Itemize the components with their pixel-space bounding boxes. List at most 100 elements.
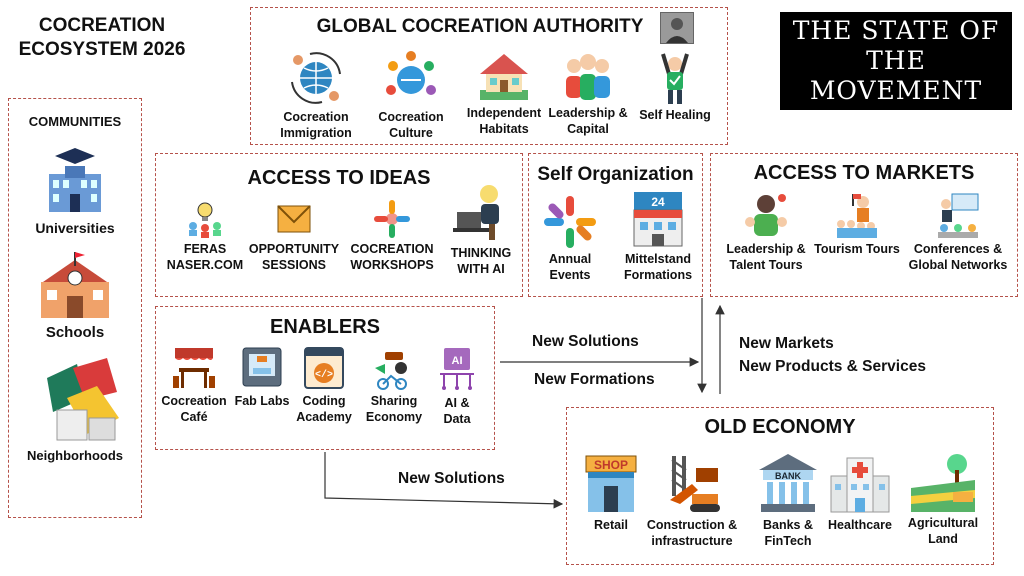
old-economy-title: OLD ECONOMY bbox=[704, 416, 856, 438]
profile-photo bbox=[660, 12, 694, 44]
label-new-solutions-1: New Solutions bbox=[532, 333, 639, 350]
coding-label-1: Coding bbox=[302, 394, 346, 408]
main-title-line2: ECOSYSTEM 2026 bbox=[18, 39, 186, 60]
unity-hands-icon bbox=[544, 196, 596, 248]
annual-events-label-2: Events bbox=[549, 267, 591, 282]
celebrating-person-icon bbox=[661, 53, 689, 104]
opportunity-label-1: OPPORTUNITY bbox=[248, 242, 340, 256]
markets-box bbox=[710, 153, 1018, 297]
svg-text:</>: </> bbox=[315, 369, 333, 381]
tour-guide-icon bbox=[837, 194, 877, 238]
shop-icon: SHOP bbox=[585, 455, 637, 512]
main-title-line1: COCREATION bbox=[38, 15, 166, 36]
label-new-formations: New Formations bbox=[534, 371, 655, 388]
ideas-thinking-ai: THINKING WITH AI bbox=[438, 182, 524, 277]
leadership-talent-label-2: Talent Tours bbox=[729, 257, 803, 272]
workshops-label-2: WORKSHOPS bbox=[350, 257, 434, 272]
banner-line1: THE STATE OF bbox=[792, 16, 1000, 45]
authority-habitats: Independent Habitats bbox=[456, 50, 552, 137]
thinking-ai-label-2: WITH AI bbox=[457, 261, 505, 276]
retail-label: Retail bbox=[593, 518, 629, 532]
habitats-label-1: Independent bbox=[466, 106, 542, 120]
conferences-label-2: Global Networks bbox=[908, 257, 1008, 272]
cafe-label-1: Cocreation bbox=[161, 394, 227, 408]
authority-self-healing: Self Healing bbox=[628, 52, 722, 124]
arrow-enablers-to-old-economy bbox=[324, 452, 564, 509]
markets-leadership-talent: Leadership & Talent Tours bbox=[718, 192, 814, 273]
ai-data-label-1: AI & bbox=[444, 396, 470, 410]
community-schools: Schools bbox=[20, 252, 130, 343]
farmland-icon bbox=[911, 454, 975, 512]
markets-title: ACCESS TO MARKETS bbox=[753, 162, 975, 184]
ideas-feras-naser: FERAS NASER.COM bbox=[162, 200, 248, 273]
label-new-products: New Products & Services bbox=[739, 358, 926, 375]
ideas-title: ACCESS TO IDEAS bbox=[247, 167, 431, 189]
university-icon bbox=[49, 148, 101, 212]
schools-label: Schools bbox=[45, 324, 105, 341]
enablers-box bbox=[155, 306, 495, 450]
3d-printer-icon bbox=[242, 347, 282, 387]
person-laptop-icon bbox=[453, 185, 499, 240]
enabler-sharing-economy: Sharing Economy bbox=[360, 350, 428, 425]
ai-chip-label: AI bbox=[452, 355, 463, 367]
ideas-box bbox=[155, 153, 523, 297]
main-title: COCREATION ECOSYSTEM 2026 bbox=[12, 14, 192, 62]
communities-title: COMMUNITIES bbox=[28, 114, 122, 129]
ai-data-label-2: Data bbox=[443, 411, 471, 426]
hands-together-icon bbox=[374, 200, 410, 238]
tourism-label: Tourism Tours bbox=[814, 242, 900, 256]
school-icon bbox=[41, 252, 109, 318]
authority-immigration: Cocreation Immigration bbox=[268, 50, 364, 141]
mittelstand-label-1: Mittelstand bbox=[625, 252, 691, 266]
hospital-icon bbox=[830, 457, 890, 513]
calendar-building-icon: 24 bbox=[633, 192, 683, 247]
habitats-label-2: Habitats bbox=[479, 121, 529, 136]
markets-conferences: Conferences & Global Networks bbox=[904, 192, 1012, 273]
agricultural-label-2: Land bbox=[928, 531, 958, 546]
ideas-opportunity-sessions: OPPORTUNITY SESSIONS bbox=[244, 200, 344, 273]
authority-culture: Cocreation Culture bbox=[366, 50, 456, 141]
immigration-label-1: Cocreation bbox=[283, 110, 349, 124]
self-org-box bbox=[528, 153, 703, 297]
leadership-capital-label-1: Leadership & bbox=[548, 106, 628, 120]
coding-label-2: Academy bbox=[296, 409, 352, 424]
self-org-mittelstand: 24 Mittelstand Formations bbox=[612, 190, 704, 283]
old-economy-healthcare: Healthcare bbox=[822, 454, 898, 534]
leadership-talent-label-1: Leadership & bbox=[726, 242, 806, 256]
sharing-label-1: Sharing bbox=[370, 394, 418, 408]
old-economy-banks: BANK Banks & FinTech bbox=[748, 452, 828, 549]
banks-label-2: FinTech bbox=[764, 533, 812, 548]
immigration-label-2: Immigration bbox=[280, 125, 352, 140]
enabler-cocreation-cafe: Cocreation Café bbox=[158, 344, 230, 425]
group-people-icon bbox=[566, 54, 610, 100]
universities-label: Universities bbox=[35, 220, 115, 236]
bank-icon: BANK bbox=[759, 454, 817, 512]
sharing-label-2: Economy bbox=[365, 409, 423, 424]
enabler-coding-academy: </> Coding Academy bbox=[290, 346, 358, 425]
excavator-icon bbox=[670, 456, 720, 512]
enabler-ai-data: AI AI & Data bbox=[424, 344, 490, 427]
workshops-label-1: COCREATION bbox=[350, 242, 434, 256]
label-new-markets: New Markets bbox=[739, 335, 834, 352]
healthcare-label: Healthcare bbox=[828, 518, 892, 532]
sharing-icon bbox=[375, 352, 407, 390]
feras-label-2: NASER.COM bbox=[166, 257, 244, 272]
old-economy-retail: SHOP Retail bbox=[576, 454, 646, 534]
authority-title: GLOBAL COCREATION AUTHORITY bbox=[316, 16, 644, 37]
bank-sign: BANK bbox=[775, 471, 801, 481]
shop-sign: SHOP bbox=[594, 458, 628, 472]
authority-box bbox=[250, 7, 728, 145]
enabler-fab-labs: Fab Labs bbox=[230, 344, 294, 410]
neighborhoods-label: Neighborhoods bbox=[26, 448, 124, 463]
idea-people-icon bbox=[189, 202, 221, 238]
agricultural-label-1: Agricultural bbox=[907, 516, 979, 530]
fab-labs-label: Fab Labs bbox=[234, 394, 290, 408]
conference-icon bbox=[938, 193, 979, 238]
mittelstand-label-2: Formations bbox=[623, 267, 693, 282]
leadership-capital-label-2: Capital bbox=[567, 121, 609, 136]
leader-icon bbox=[745, 194, 787, 236]
construction-label-2: infrastructure bbox=[651, 533, 733, 548]
self-org-annual-events: Annual Events bbox=[534, 196, 606, 283]
cafe-icon bbox=[173, 348, 215, 388]
self-healing-label: Self Healing bbox=[639, 108, 711, 122]
